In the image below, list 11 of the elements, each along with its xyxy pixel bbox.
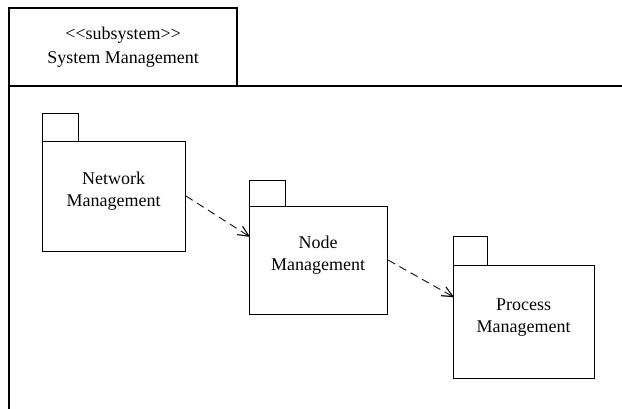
- package-name: Node Management: [270, 231, 366, 275]
- package-name: Process Management: [476, 292, 572, 336]
- package-shape: [453, 236, 595, 379]
- subsystem-package: [8, 7, 622, 409]
- dependency-arrow: [186, 196, 250, 237]
- dependency-arrow: [388, 260, 454, 298]
- package-shape: [249, 180, 388, 315]
- package-shape: [42, 113, 186, 252]
- package-name: Network Management: [66, 167, 162, 211]
- package-name: System Management: [46, 46, 200, 68]
- stereotype-label: <<subsystem>>: [64, 22, 182, 44]
